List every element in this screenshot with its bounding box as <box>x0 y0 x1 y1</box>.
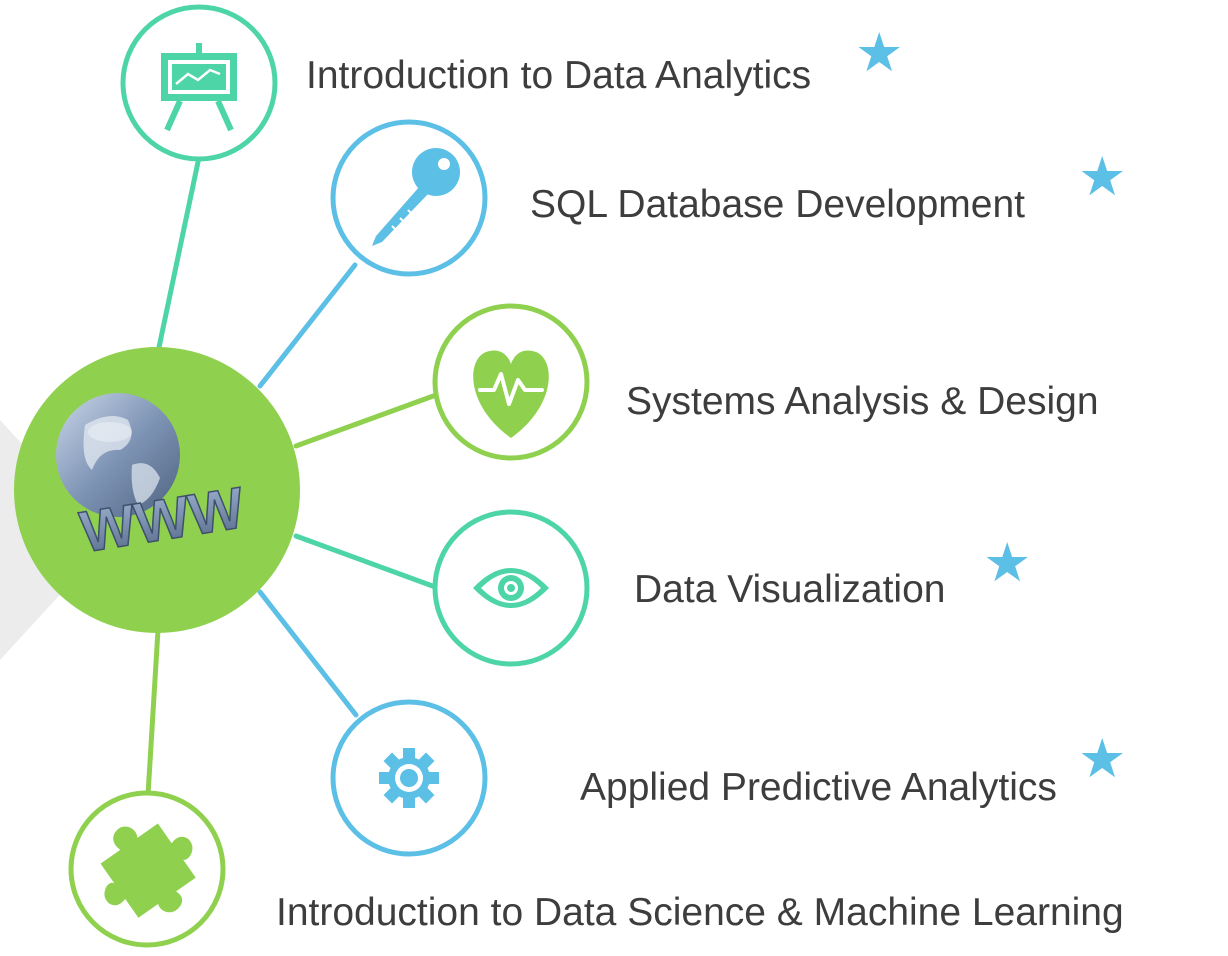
node-data-science <box>68 790 226 948</box>
star-intro-analytics: ★ <box>855 21 904 84</box>
node-intro-analytics <box>120 4 278 162</box>
label-data-science: Introduction to Data Science & Machine L… <box>276 891 1124 934</box>
node-visualization <box>432 509 590 667</box>
label-intro-analytics: Introduction to Data Analytics <box>306 54 812 97</box>
presentation-chart-icon <box>161 43 237 132</box>
gear-icon <box>379 748 439 808</box>
star-predictive: ★ <box>1078 727 1127 790</box>
star-visualization: ★ <box>983 531 1032 594</box>
label-visualization: Data Visualization <box>634 568 946 611</box>
connector-sql <box>257 262 358 389</box>
key-icon <box>372 148 460 246</box>
hub-node: WWW <box>14 347 300 633</box>
connector-data-science <box>145 627 161 798</box>
node-systems <box>432 303 590 461</box>
heart-pulse-icon <box>473 350 549 438</box>
node-circle <box>330 119 488 277</box>
node-predictive <box>330 699 488 857</box>
puzzle-piece-icon <box>100 823 196 918</box>
eye-icon <box>473 568 549 608</box>
label-predictive: Applied Predictive Analytics <box>580 766 1057 809</box>
node-sql <box>330 119 488 277</box>
connector-systems <box>293 392 439 449</box>
star-sql: ★ <box>1078 145 1127 208</box>
connector-intro-analytics <box>155 159 201 355</box>
label-sql: SQL Database Development <box>530 183 1026 226</box>
label-systems: Systems Analysis & Design <box>626 380 1099 423</box>
connector-visualization <box>293 533 441 591</box>
connectors <box>145 159 441 798</box>
connector-predictive <box>257 589 359 718</box>
